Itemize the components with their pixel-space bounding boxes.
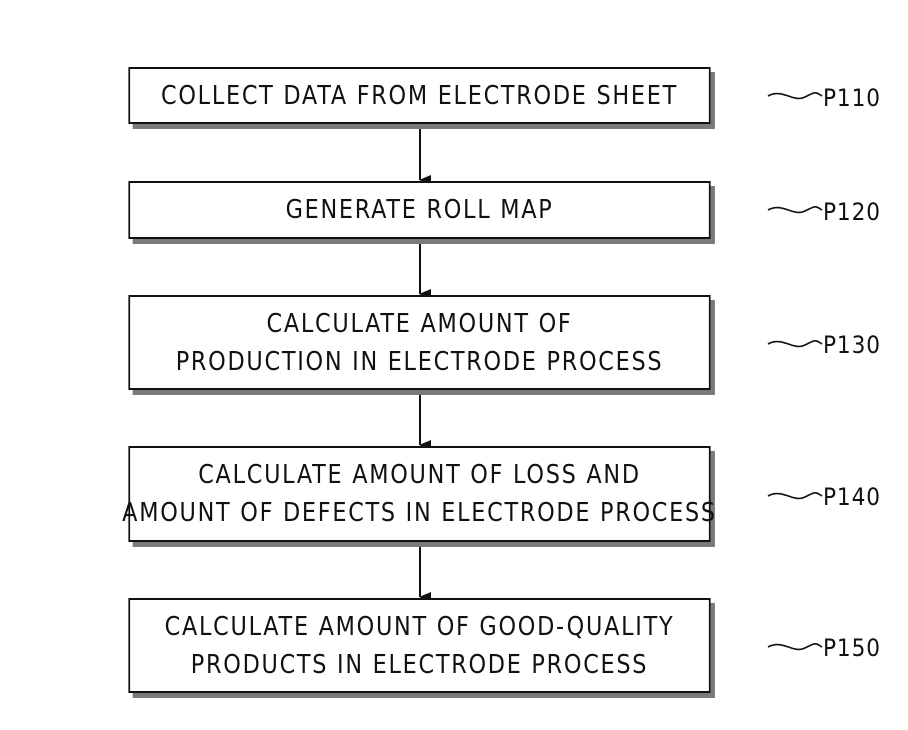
leader-p120 bbox=[768, 207, 822, 213]
reference-label-p110: P110 bbox=[823, 84, 881, 112]
reference-label-p150: P150 bbox=[823, 634, 881, 662]
leader-p110 bbox=[768, 93, 822, 99]
step-text-line: PRODUCTION IN ELECTRODE PROCESS bbox=[176, 343, 664, 381]
step-box-p130: CALCULATE AMOUNT OF PRODUCTION IN ELECTR… bbox=[128, 295, 710, 390]
leader-p140 bbox=[768, 493, 822, 499]
step-box-p110: COLLECT DATA FROM ELECTRODE SHEET bbox=[128, 67, 710, 124]
reference-label-p130: P130 bbox=[823, 331, 881, 359]
step-text-line: CALCULATE AMOUNT OF GOOD-QUALITY bbox=[165, 608, 675, 646]
step-text-line: GENERATE ROLL MAP bbox=[286, 191, 554, 229]
step-box-p140: CALCULATE AMOUNT OF LOSS AND AMOUNT OF D… bbox=[128, 446, 710, 542]
reference-label-p120: P120 bbox=[823, 198, 881, 226]
step-text-line: COLLECT DATA FROM ELECTRODE SHEET bbox=[161, 77, 678, 115]
leader-p150 bbox=[768, 644, 822, 650]
reference-label-p140: P140 bbox=[823, 483, 881, 511]
step-text-line: CALCULATE AMOUNT OF bbox=[267, 305, 573, 343]
leader-p130 bbox=[768, 341, 822, 347]
step-text-line: AMOUNT OF DEFECTS IN ELECTRODE PROCESS bbox=[122, 494, 717, 532]
step-box-p150: CALCULATE AMOUNT OF GOOD-QUALITY PRODUCT… bbox=[128, 598, 710, 693]
step-box-p120: GENERATE ROLL MAP bbox=[128, 181, 710, 239]
step-text-line: CALCULATE AMOUNT OF LOSS AND bbox=[198, 456, 641, 494]
step-text-line: PRODUCTS IN ELECTRODE PROCESS bbox=[191, 646, 648, 684]
